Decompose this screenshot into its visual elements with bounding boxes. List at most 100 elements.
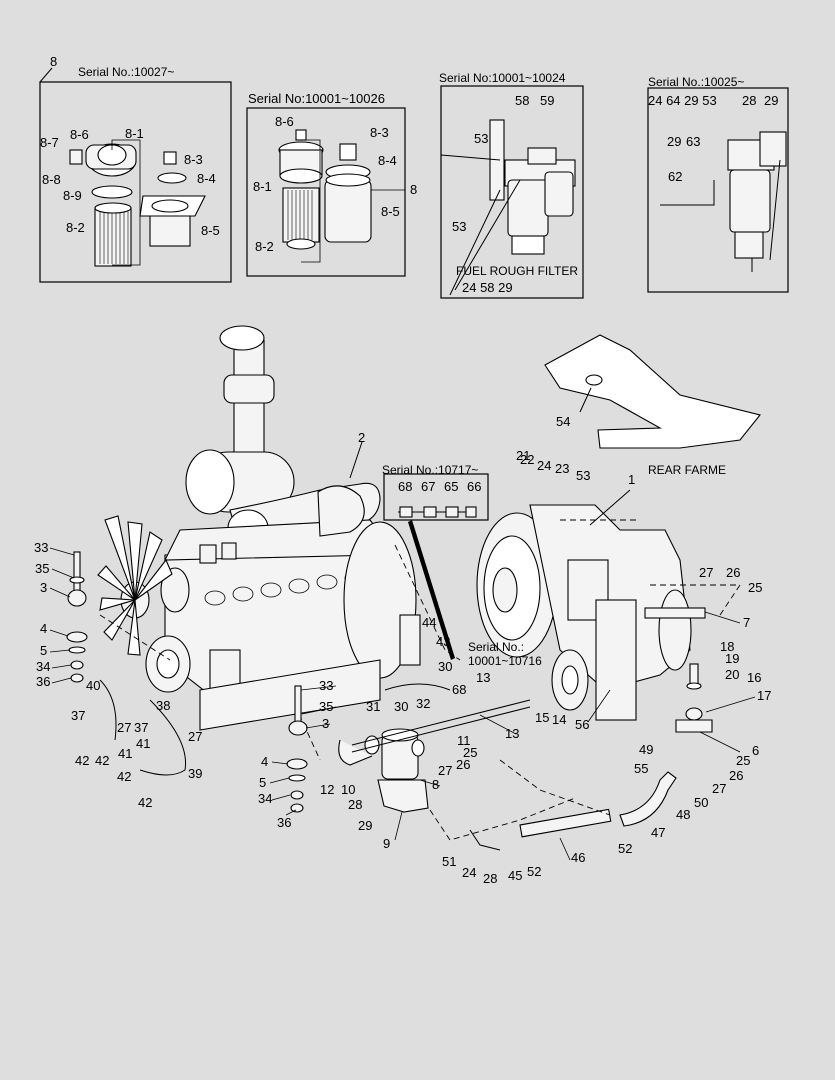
callout-53-a: 53 (474, 131, 488, 146)
callout-26-c: 26 (729, 768, 743, 783)
callout-46: 46 (571, 850, 585, 865)
callout-19: 19 (725, 651, 739, 666)
callout-23: 23 (555, 461, 569, 476)
callout-66: 66 (467, 479, 481, 494)
callout-8-top: 8 (50, 54, 57, 69)
leader-lines (49, 547, 756, 861)
engine-mount-left-lower (286, 685, 308, 813)
callout-16: 16 (747, 670, 761, 685)
callout-24-64-29-53: 24 64 29 53 (648, 93, 717, 108)
engine-drawing: 2 (145, 325, 417, 731)
callout-8-b: 8 (410, 182, 417, 197)
fuel-lines (99, 614, 677, 851)
callout-9: 9 (383, 836, 390, 851)
callout-41-a: 41 (118, 746, 132, 761)
callout-53: 53 (576, 468, 590, 483)
callout-5-b: 5 (259, 775, 266, 790)
callout-7: 7 (743, 615, 750, 630)
cooling-fan-drawing (97, 515, 173, 656)
inset-box-serial-10027: 8-7 8-6 8-1 8-8 8-3 8-4 8-9 8-2 8-5 8 Se… (39, 54, 232, 283)
callout-36: 36 (36, 674, 50, 689)
callout-42-a: 42 (75, 753, 89, 768)
callout-58: 58 (515, 93, 529, 108)
callout-4: 4 (40, 621, 47, 636)
callout-68-b: 68 (452, 682, 466, 697)
callout-5: 5 (40, 643, 47, 658)
callout-8-5: 8-5 (201, 223, 220, 238)
callout-63: 63 (686, 134, 700, 149)
callout-12: 12 (320, 782, 334, 797)
callout-29-d: 29 (667, 134, 681, 149)
callout-25-b: 25 (748, 580, 762, 595)
callout-35: 35 (35, 561, 49, 576)
serial-10025-label: Serial No.:10025~ (648, 75, 744, 89)
serial-mid-label-2: 10001~10716 (468, 654, 542, 668)
callout-8-4-b: 8-4 (378, 153, 397, 168)
callout-68: 68 (398, 479, 412, 494)
fuel-rough-filter-label: FUEL ROUGH FILTER (456, 264, 578, 278)
callout-33-b: 33 (319, 678, 333, 693)
callout-34-b: 34 (258, 791, 272, 806)
serial-10001-10024-label: Serial No:10001~10024 (439, 71, 566, 85)
callout-32: 32 (416, 696, 430, 711)
callout-21: 21 (516, 448, 530, 463)
callout-28-b: 28 (483, 871, 497, 886)
callout-56: 56 (575, 717, 589, 732)
callout-37: 37 (71, 708, 85, 723)
callout-24-b: 24 (462, 865, 476, 880)
callout-50: 50 (694, 795, 708, 810)
callout-42-d: 42 (138, 795, 152, 810)
callout-31: 31 (366, 699, 380, 714)
callout-37-b: 37 (134, 720, 148, 735)
callout-26-b: 26 (726, 565, 740, 580)
callout-41-b: 41 (136, 736, 150, 751)
callout-27-d: 27 (699, 565, 713, 580)
callout-27-a: 27 (117, 720, 131, 735)
callout-29-c: 29 (764, 93, 778, 108)
callout-6: 6 (752, 743, 759, 758)
callout-8-2-b: 8-2 (255, 239, 274, 254)
callout-38: 38 (156, 698, 170, 713)
callout-36-b: 36 (277, 815, 291, 830)
inset-box-serial-10717: Serial No.:10717~ 68 67 65 66 (382, 463, 489, 660)
callout-8-1-b: 8-1 (253, 179, 272, 194)
callout-8-7: 8-7 (40, 135, 59, 150)
callout-48: 48 (676, 807, 690, 822)
callout-8-9: 8-9 (63, 188, 82, 203)
callout-8-6: 8-6 (70, 127, 89, 142)
engine-mount-right (675, 663, 713, 733)
callout-45: 45 (508, 868, 522, 883)
inset-box-fuel-rough-filter: 58 59 53 53 FUEL ROUGH FILTER 24 58 29 S… (439, 71, 584, 299)
callout-47: 47 (651, 825, 665, 840)
callout-8-3: 8-3 (184, 152, 203, 167)
main-callouts: 22 21 24 23 53 33 35 3 4 5 34 36 40 37 2… (34, 448, 771, 886)
callout-26-a: 26 (456, 757, 470, 772)
callout-43: 43 (436, 634, 450, 649)
callout-24-58-29: 24 58 29 (462, 280, 513, 295)
callout-40: 40 (86, 678, 100, 693)
callout-8-6-b: 8-6 (275, 114, 294, 129)
callout-8-5-b: 8-5 (381, 204, 400, 219)
callout-8-4: 8-4 (197, 171, 216, 186)
callout-2: 2 (358, 430, 365, 445)
callout-17: 17 (757, 688, 771, 703)
callout-15: 15 (535, 710, 549, 725)
callout-25-c: 25 (736, 753, 750, 768)
callout-24: 24 (537, 458, 551, 473)
callout-52-a: 52 (618, 841, 632, 856)
callout-33: 33 (34, 540, 48, 555)
routing-dashed-lines (99, 519, 741, 841)
rear-frame-label: REAR FARME (648, 463, 726, 477)
callout-25-a: 25 (463, 745, 477, 760)
callout-10: 10 (341, 782, 355, 797)
callout-8-3-b: 8-3 (370, 125, 389, 140)
callout-35-b: 35 (319, 699, 333, 714)
callout-28-c: 28 (742, 93, 756, 108)
callout-44: 44 (422, 615, 436, 630)
callout-28-a: 28 (348, 797, 362, 812)
fuel-filter-assembly (364, 728, 429, 813)
callout-52-b: 52 (527, 864, 541, 879)
callout-13-b: 13 (505, 726, 519, 741)
callout-18: 18 (720, 639, 734, 654)
